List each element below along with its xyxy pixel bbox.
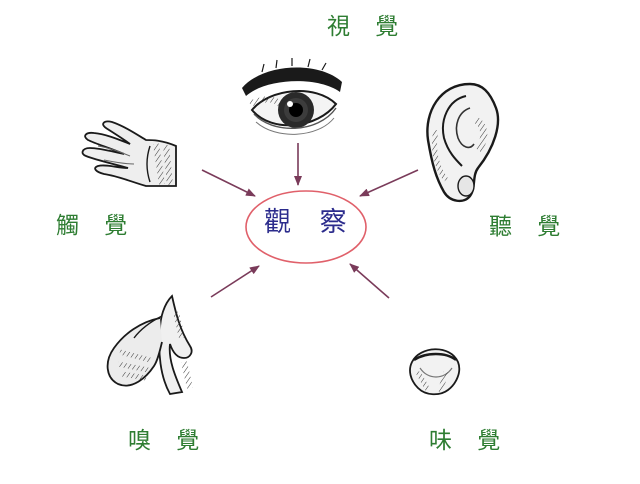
nose-icon	[106, 294, 193, 395]
arrow-from-smell	[210, 265, 260, 298]
eye-icon	[242, 58, 342, 135]
ear-icon	[426, 82, 500, 203]
label-taste: 味 覺	[429, 428, 510, 454]
label-smell: 嗅 覺	[128, 428, 209, 454]
label-hearing: 聽 覺	[489, 214, 570, 240]
mouth-icon	[409, 348, 461, 396]
arrow-from-touch	[201, 169, 256, 197]
label-touch: 觸 覺	[56, 213, 137, 239]
center-ellipse	[245, 190, 367, 264]
center-label: 觀 察	[264, 207, 357, 238]
hand-icon	[81, 120, 177, 187]
arrow-from-hearing	[359, 169, 419, 197]
label-sight: 視 覺	[327, 14, 408, 40]
arrow-from-taste	[349, 263, 390, 299]
